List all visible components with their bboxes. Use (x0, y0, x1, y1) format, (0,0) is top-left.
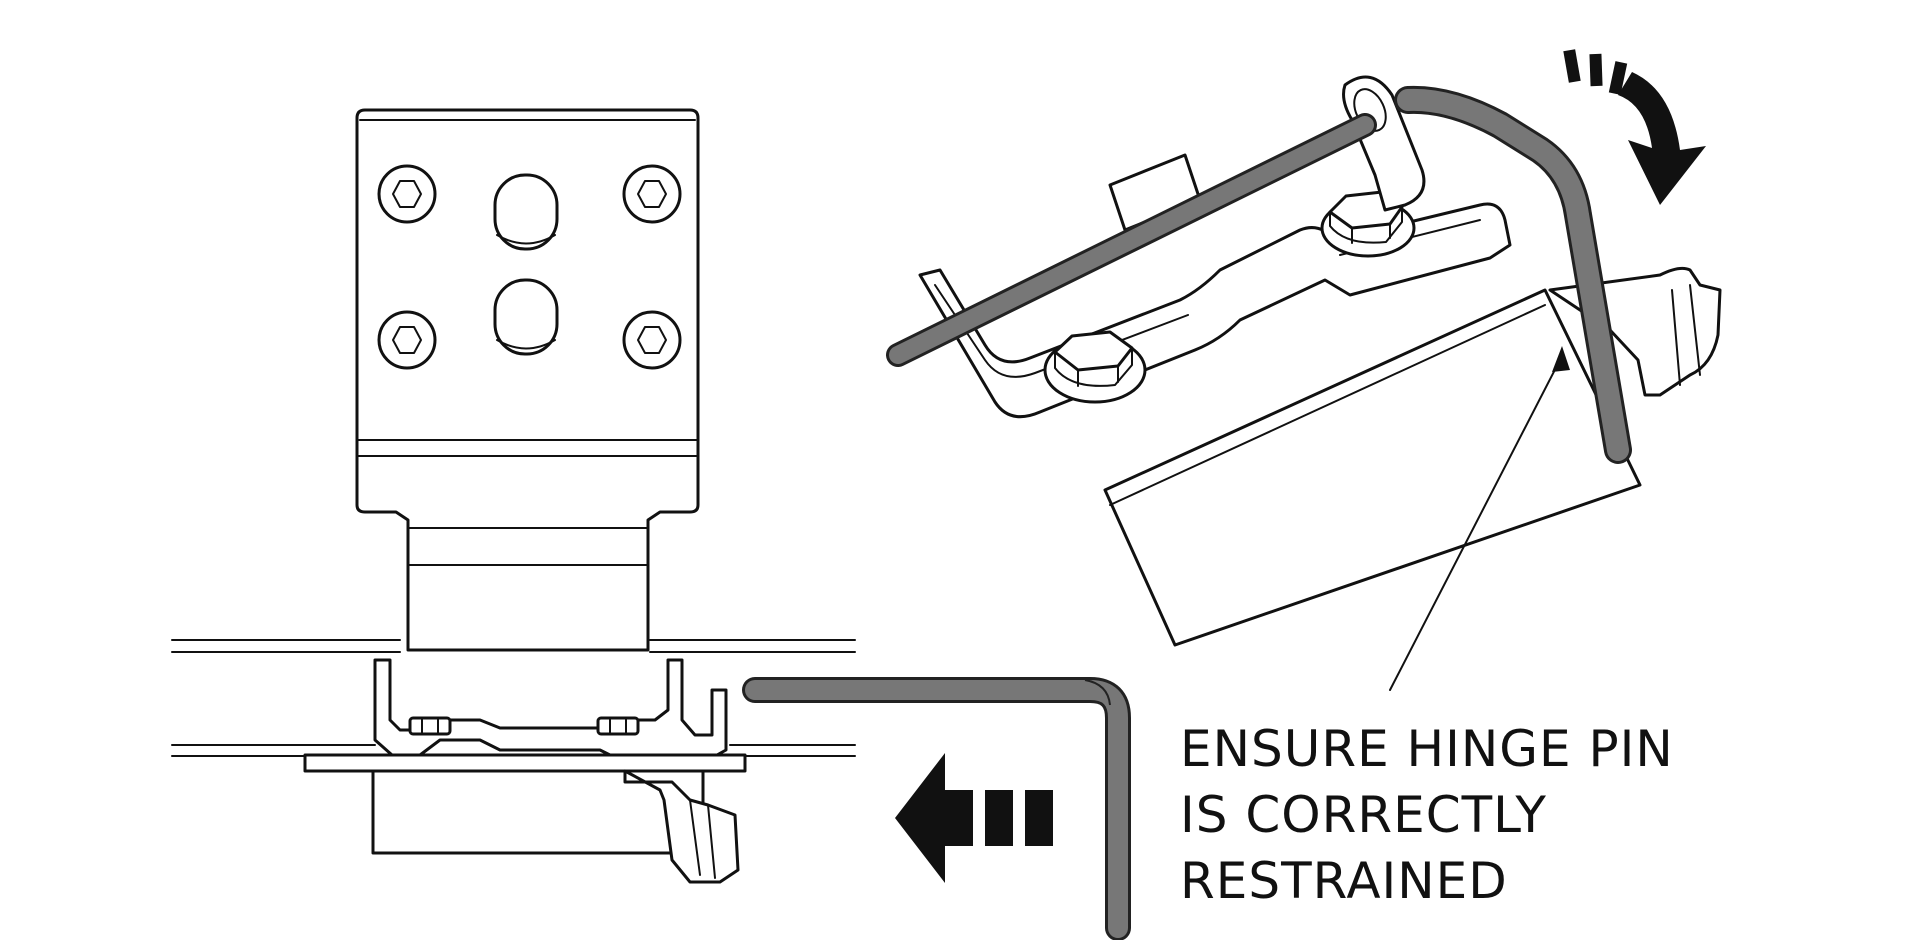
plate-slot-upper (493, 173, 559, 251)
restraining-pin (1394, 85, 1632, 464)
hinge-pin-removed (742, 677, 1131, 940)
callout-line-3: RESTRAINED (1180, 852, 1508, 910)
callout-line-1: ENSURE HINGE PIN (1180, 720, 1674, 778)
callout-leader-line (1389, 355, 1563, 691)
upper-hinge-plate (355, 108, 700, 652)
plate-bolt-top-right (622, 164, 682, 224)
plate-bolt-bottom-left (377, 310, 437, 370)
arrow-left-icon (895, 753, 1053, 883)
isometric-lower-plate (1103, 288, 1642, 647)
isometric-bolt-front (1043, 330, 1147, 404)
hinge-pin-installed (886, 113, 1377, 367)
callout-leader-arrowhead (1552, 346, 1570, 372)
curved-arrow-icon (1563, 49, 1706, 205)
hinge-knuckle-eye (1342, 75, 1426, 212)
callout-text: ENSURE HINGE PIN IS CORRECTLY RESTRAINED (1180, 716, 1880, 914)
right-hinge-view (886, 49, 1722, 691)
door-panel-rails (171, 639, 856, 757)
callout-line-2: IS CORRECTLY (1180, 786, 1547, 844)
left-hinge-view (171, 108, 1131, 940)
lower-hinge-bracket (303, 658, 747, 884)
isometric-bolt-rear (1320, 190, 1416, 258)
plate-slot-lower (493, 278, 559, 356)
plate-bolt-bottom-right (622, 310, 682, 370)
plate-bolt-top-left (377, 164, 437, 224)
